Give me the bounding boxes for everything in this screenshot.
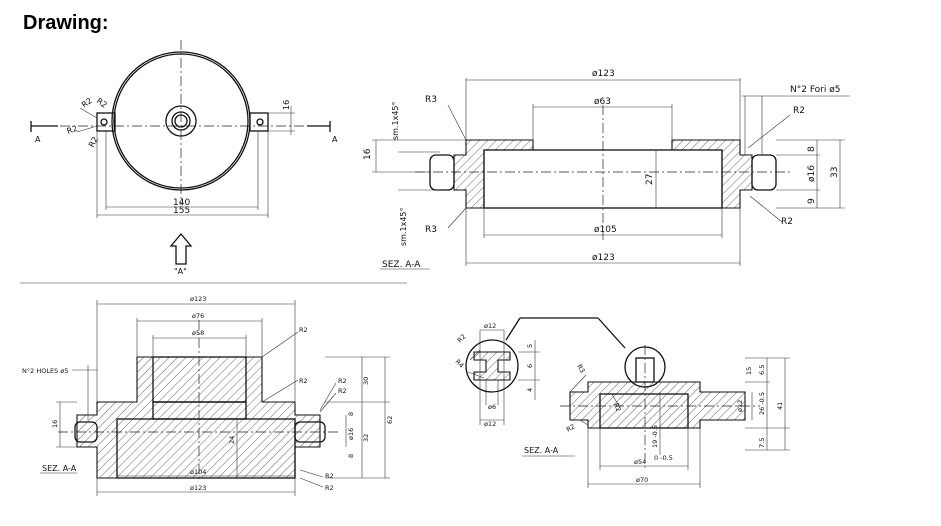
diameter-label: ø63 — [594, 97, 611, 107]
radius-label: R2 — [612, 402, 622, 413]
dim-label: 27 — [645, 174, 655, 185]
view-label: "A" — [174, 267, 187, 276]
dim-label: 7.5 — [758, 438, 766, 448]
chamfer-note: sm.1x45° — [399, 207, 408, 246]
radius-label: R2 — [80, 96, 94, 109]
dim-label: 62 — [386, 416, 394, 424]
drawing-title: Drawing: — [23, 12, 109, 34]
dim-label: 26 -0.5 — [758, 392, 766, 415]
diameter-label: ø70 — [636, 476, 648, 484]
diameter-label: ø104 — [190, 468, 206, 476]
radius-label: R2 — [66, 124, 79, 136]
chamfer-note: sm.1x45° — [391, 101, 400, 140]
dim-label: 32 — [362, 434, 370, 442]
section-mark-left: A — [35, 135, 41, 144]
dim-label: 5 — [526, 344, 534, 348]
dim-label: 30 — [362, 377, 370, 385]
radius-label: R2 — [299, 326, 308, 334]
radius-label: R2 — [781, 217, 793, 227]
section-label: SEZ. A-A — [42, 464, 77, 473]
diameter-label: ø123 — [190, 295, 206, 303]
dim-label: 16 — [51, 420, 59, 428]
dim-label: 9 — [807, 198, 817, 204]
dim-label: 41 — [776, 402, 784, 410]
diameter-label: ø123 — [592, 69, 615, 79]
radius-label: R2 — [338, 387, 347, 395]
section-view-bottom-right — [465, 317, 790, 488]
holes-note: N°2 Fori ø5 — [790, 85, 840, 95]
diameter-label: ø58 — [192, 329, 204, 337]
radius-label: R2 — [299, 377, 308, 385]
radius-label: R2 — [793, 106, 805, 116]
diameter-label: ø123 — [592, 253, 615, 263]
dim-label: 24 — [228, 436, 236, 444]
dim-label: 8 — [347, 412, 355, 416]
holes-note: N°2 HOLES ø5 — [22, 367, 68, 375]
dim-label: 16 — [363, 148, 373, 160]
dim-label: ø6 — [488, 403, 496, 411]
tolerance-label: 0 -0.5 — [654, 454, 673, 462]
section-label: SEZ. A-A — [524, 446, 559, 455]
section-view-bottom-left — [40, 300, 390, 496]
dim-label: 155 — [173, 206, 190, 216]
section-mark-right: A — [332, 135, 338, 144]
diameter-label: ø54 — [634, 458, 646, 466]
section-view-top-right — [20, 78, 850, 284]
radius-label: R2 — [338, 377, 347, 385]
dim-label: 15 — [745, 367, 753, 375]
radius-label: R4 — [454, 358, 466, 370]
dim-label: 8 — [347, 454, 355, 458]
dim-label: 140 — [173, 198, 190, 208]
radius-label: R2 — [325, 484, 334, 492]
radius-label: R3 — [425, 225, 437, 235]
radius-label: R3 — [575, 363, 586, 374]
dim-label: 33 — [830, 167, 840, 178]
radius-label: R2 — [87, 135, 100, 149]
diameter-label: ø76 — [192, 312, 204, 320]
radius-label: R2 — [565, 422, 576, 433]
section-label: SEZ. A-A — [382, 260, 421, 270]
dim-label: ø16 — [807, 165, 817, 182]
dim-label: 6 — [526, 364, 534, 368]
dim-label: 6.5 — [758, 365, 766, 375]
diameter-label: ø105 — [594, 225, 617, 235]
plan-view — [30, 40, 331, 265]
radius-label: R2 — [95, 96, 109, 109]
dim-label: 8 — [807, 146, 817, 152]
radius-label: R2 — [325, 472, 334, 480]
dim-label: ø12 — [484, 420, 496, 428]
dim-label: 16 — [282, 100, 291, 110]
dim-label: 4 — [526, 388, 534, 392]
diameter-label: ø123 — [190, 484, 206, 492]
dim-label: ø16 — [347, 428, 355, 440]
radius-label: R3 — [425, 95, 437, 105]
dim-label: ø12 — [736, 400, 744, 412]
dim-label: ø12 — [484, 322, 496, 330]
dim-label: 19 -0.5 — [651, 425, 659, 448]
radius-label: R2 — [456, 333, 468, 345]
